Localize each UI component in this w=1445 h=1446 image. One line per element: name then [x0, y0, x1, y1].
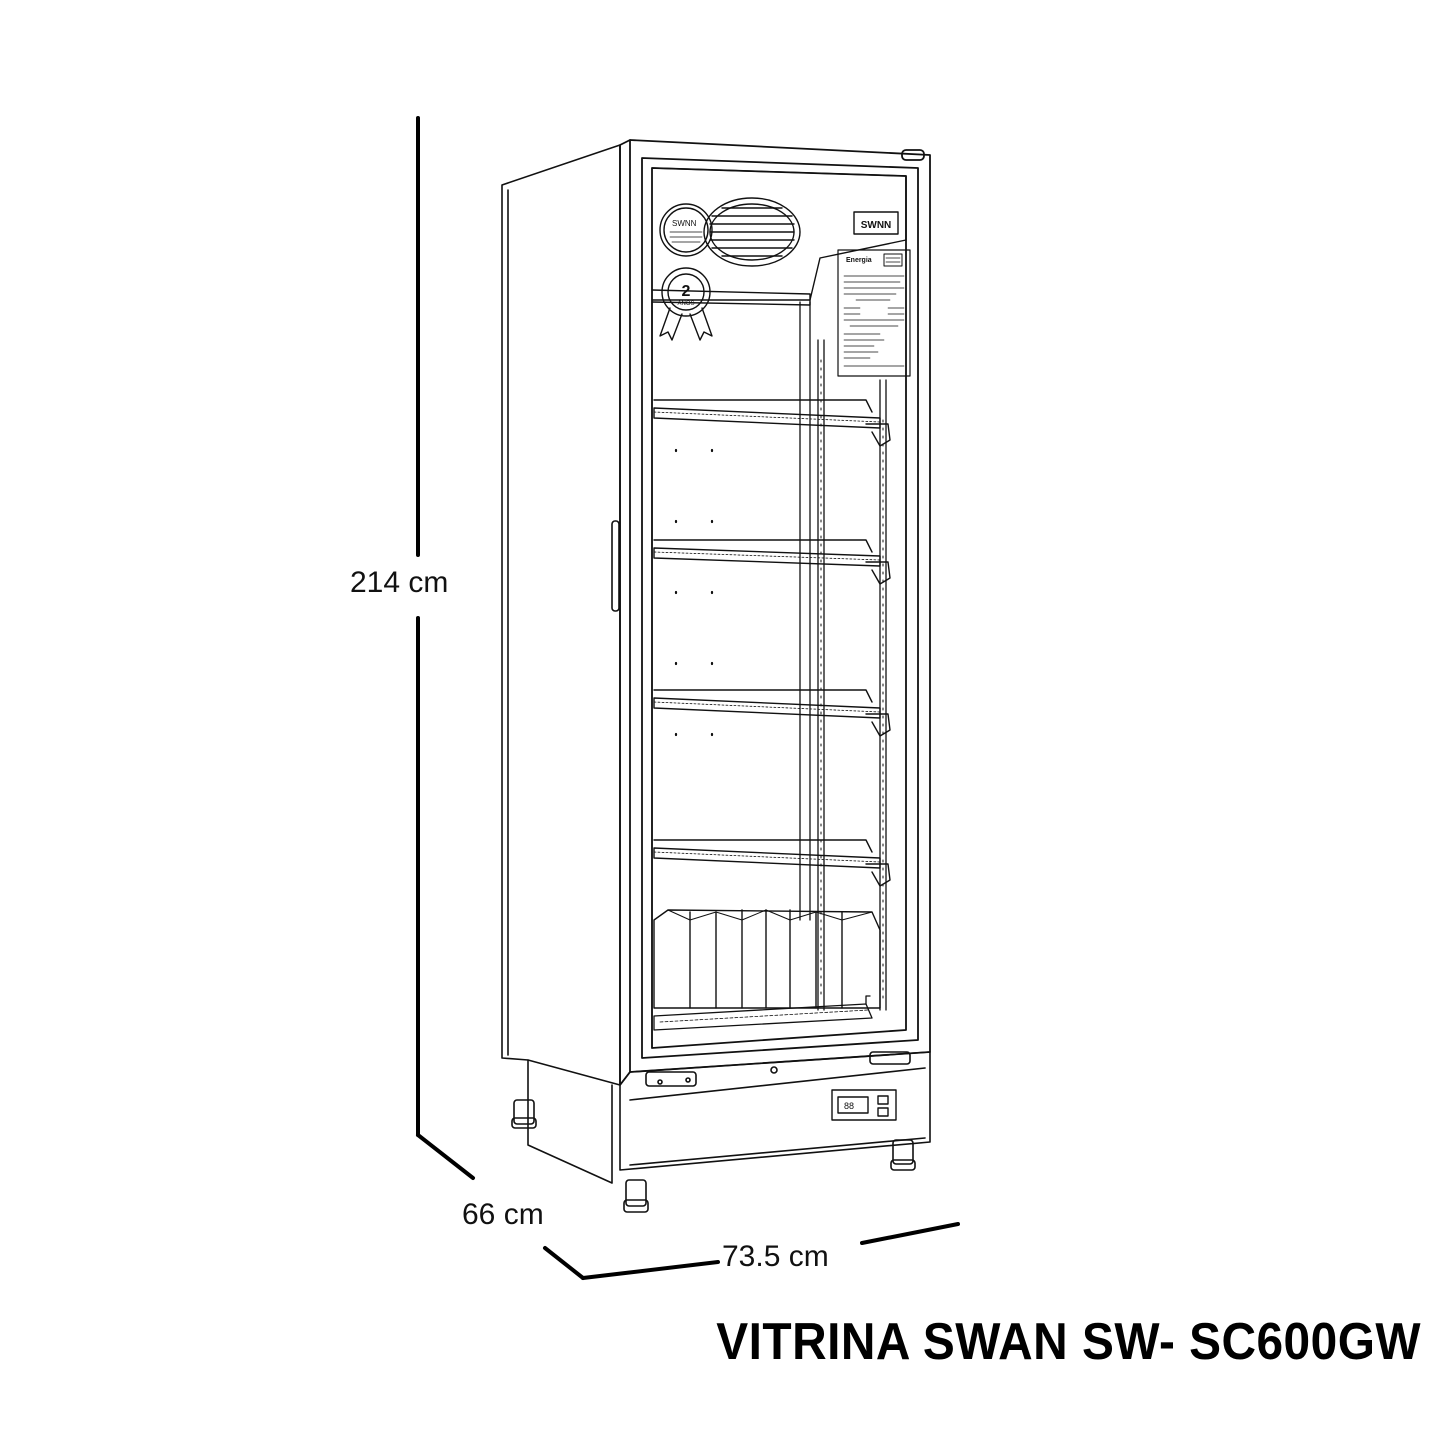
top-canopy: [651, 167, 907, 306]
width-dimension-line-left: [543, 1246, 585, 1280]
interior: [651, 301, 887, 1049]
brand-circle-badge: SWNN: [659, 203, 713, 257]
svg-text:SWNN: SWNN: [672, 219, 697, 228]
width-dimension-line-right: [860, 1222, 960, 1245]
cabinet-side: [501, 144, 621, 1184]
shelf-2: [653, 539, 891, 585]
fan-grille-icon: [703, 197, 801, 267]
energy-sticker: Energia: [837, 249, 911, 377]
shelf-3: [653, 689, 891, 737]
bottom-drawer-bin: [653, 909, 881, 1009]
svg-text:88: 88: [844, 1101, 854, 1111]
width-dimension-line-bottom: [581, 1260, 720, 1280]
svg-text:AÑOS: AÑOS: [677, 300, 694, 307]
depth-dimension-line: [416, 1133, 475, 1180]
base-panel: [619, 1051, 931, 1171]
cabinet-feet: [511, 1099, 916, 1213]
width-dimension-label: 73.5 cm: [722, 1240, 829, 1273]
thermostat-display-icon: 88: [831, 1089, 897, 1121]
wire-shelves: [653, 399, 891, 887]
depth-dimension-label: 66 cm: [462, 1198, 544, 1232]
brand-label: SWNN: [853, 211, 899, 235]
dimension-lines: [416, 116, 960, 1280]
warranty-ribbon-icon: 2 AÑOS: [659, 267, 713, 341]
svg-text:SWNN: SWNN: [861, 220, 892, 231]
svg-text:Energia: Energia: [846, 257, 872, 264]
product-title: VITRINA SWAN SW- SC600GW: [716, 1313, 1421, 1371]
bottom-wire-shelf: [653, 995, 873, 1031]
shelf-4: [653, 839, 891, 887]
shelf-1: [653, 399, 891, 447]
svg-text:2: 2: [682, 283, 691, 300]
height-dimension-label: 214 cm: [350, 566, 449, 600]
